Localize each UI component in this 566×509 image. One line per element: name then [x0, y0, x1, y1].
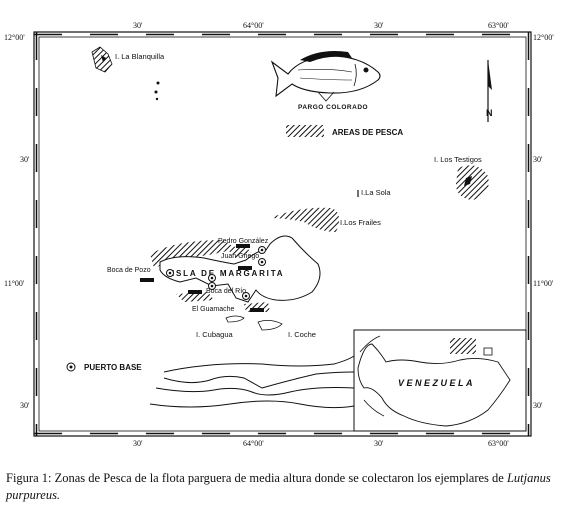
label-boca-del-rio: Boca del Río — [206, 288, 246, 295]
lat-label-30s-left: 30' — [20, 401, 30, 410]
cubagua-island — [225, 315, 245, 323]
label-species: PARGO COLORADO — [298, 104, 368, 111]
caption-text: Figura 1: Zonas de Pesca de la flota par… — [6, 471, 504, 485]
map-frame-inner — [38, 36, 527, 432]
map-frame-outer — [33, 31, 532, 437]
caption-species: Lutjanus purpureus. — [6, 471, 551, 502]
lon-label-63-top: 63°00' — [488, 21, 509, 30]
label-boca-de-pozo: Boca de Pozo — [107, 267, 151, 274]
margarita-fishing-area-north — [226, 246, 252, 258]
label-juan-griego: Juan Griego — [221, 253, 259, 260]
label-venezuela: VENEZUELA — [398, 378, 475, 388]
lon-label-30e-top: 30' — [374, 21, 384, 30]
label-isla-margarita: ISLA DE MARGARITA — [172, 269, 284, 278]
fish-illustration — [270, 51, 381, 102]
north-label: N — [486, 108, 493, 118]
label-el-guamache: El Guamache — [192, 306, 235, 313]
figure-caption: Figura 1: Zonas de Pesca de la flota par… — [6, 470, 562, 504]
label-los-frailes: I.Los Frailes — [340, 218, 381, 227]
los-frailes-fishing-area — [270, 207, 340, 232]
lon-label-30w-bottom: 30' — [133, 439, 143, 448]
lon-label-64-bottom: 64°00' — [243, 439, 264, 448]
label-la-sola: I.La Sola — [361, 188, 391, 197]
lon-label-30e-bottom: 30' — [374, 439, 384, 448]
label-los-testigos: I. Los Testigos — [434, 155, 482, 164]
label-la-blanquilla: I. La Blanquilla — [115, 52, 165, 61]
legend-fishing-area-label: AREAS DE PESCA — [332, 128, 403, 137]
south-fishing-area — [176, 292, 214, 302]
lat-label-12-left: 12°00' — [4, 33, 25, 42]
coche-island — [257, 320, 283, 331]
lat-label-12-right: 12°00' — [533, 33, 554, 42]
la-blanquilla-island — [91, 46, 160, 101]
north-arrow — [487, 60, 492, 122]
lat-label-30n-left: 30' — [20, 155, 30, 164]
label-puerto-base: PUERTO BASE — [84, 363, 142, 372]
label-coche: I. Coche — [288, 330, 316, 339]
lon-label-30w-top: 30' — [133, 21, 143, 30]
mainland-coast — [149, 355, 355, 409]
lat-label-11-right: 11°00' — [533, 279, 554, 288]
label-pedro-gonzalez: Pedro González — [218, 238, 269, 245]
lat-label-11-left: 11°00' — [4, 279, 25, 288]
port-markers — [166, 246, 266, 300]
lat-label-30n-right: 30' — [533, 155, 543, 164]
label-cubagua: I. Cubagua — [196, 330, 234, 339]
lat-label-30s-right: 30' — [533, 401, 543, 410]
los-testigos-fishing-area — [456, 165, 489, 200]
inset-venezuela-map — [353, 329, 527, 432]
legend-fishing-area-swatch — [286, 125, 324, 137]
boat-markers — [140, 244, 264, 312]
fishing-zones-map: 12°00' 12°00' 30' 30' 11°00' 11°00' 30' … — [4, 21, 554, 448]
lon-label-63-bottom: 63°00' — [488, 439, 509, 448]
lon-label-64-top: 64°00' — [243, 21, 264, 30]
frame-ticks — [34, 32, 531, 436]
